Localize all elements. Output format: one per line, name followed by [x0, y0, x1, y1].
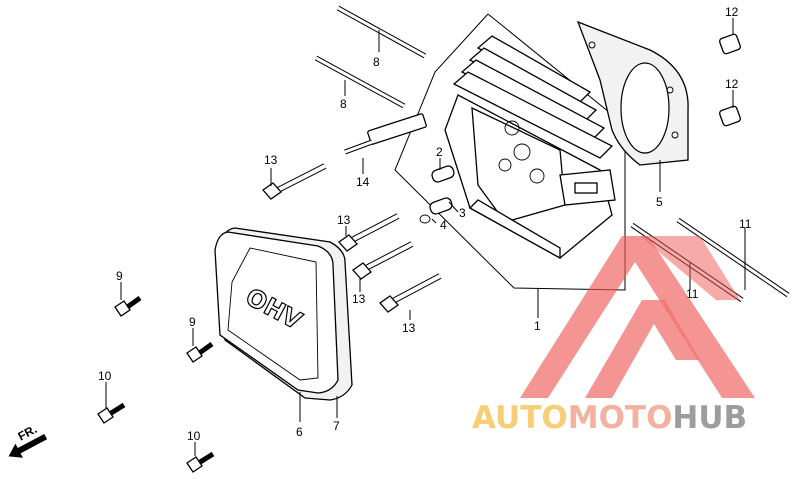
label-part-11a: 11: [739, 217, 752, 231]
watermark-moto: MOTO: [568, 400, 673, 436]
watermark-logo-icon: [520, 236, 755, 398]
label-part-7: 7: [333, 419, 340, 433]
leader-lines: [105, 18, 746, 456]
bolt-10b: [186, 451, 215, 473]
bolt-9b: [186, 341, 214, 363]
label-part-14: 14: [356, 175, 370, 189]
label-part-8b: 8: [340, 97, 347, 111]
watermark: AUTOMOTOHUB: [472, 236, 755, 436]
spark-plug: [344, 113, 427, 155]
watermark-hub: HUB: [672, 400, 747, 436]
label-part-12a: 12: [725, 5, 739, 19]
front-arrow-icon: [8, 433, 48, 458]
watermark-auto: AUTO: [472, 400, 568, 436]
label-part-4: 4: [440, 218, 447, 232]
label-part-3: 3: [459, 206, 466, 220]
stud-bolt-8a: [336, 5, 427, 59]
head-bolt-13c: [352, 241, 414, 280]
label-part-6: 6: [296, 425, 303, 439]
label-part-13a: 13: [264, 153, 278, 167]
stud-bolt-11b: [676, 217, 790, 298]
part-labels: 8 8 13 14 2 3 4 12 12 5 11 11 1 13 13 13…: [98, 5, 752, 443]
label-part-8a: 8: [373, 55, 380, 69]
watermark-text: AUTOMOTOHUB: [472, 400, 747, 436]
cylinder-head: [394, 13, 626, 291]
label-part-1: 1: [534, 319, 541, 333]
head-bolt-13d: [379, 273, 442, 313]
label-part-9b: 9: [189, 315, 196, 329]
o-ring-4: [419, 214, 431, 224]
label-part-10a: 10: [98, 369, 112, 383]
label-part-10b: 10: [187, 429, 201, 443]
head-gasket: [576, 20, 689, 166]
dowel-pin-12b: [719, 105, 741, 127]
label-part-5: 5: [656, 195, 663, 209]
label-part-2: 2: [436, 145, 443, 159]
label-part-13b: 13: [337, 213, 351, 227]
label-part-12b: 12: [725, 77, 739, 91]
head-bolt-13a: [262, 163, 327, 200]
stud-bolt-8b: [314, 55, 406, 109]
pin-3: [429, 197, 453, 215]
label-part-11b: 11: [686, 287, 699, 301]
label-part-9a: 9: [116, 269, 123, 283]
label-part-13c: 13: [352, 292, 366, 306]
dowel-pin-12a: [719, 33, 741, 55]
front-direction-indicator: FR.: [8, 422, 48, 458]
bolt-9a: [114, 295, 142, 317]
label-part-13d: 13: [402, 321, 416, 335]
bolt-10a: [97, 402, 126, 424]
head-bolt-13b: [338, 213, 400, 252]
pin-2: [431, 165, 455, 183]
head-cover: OHV: [214, 231, 339, 394]
